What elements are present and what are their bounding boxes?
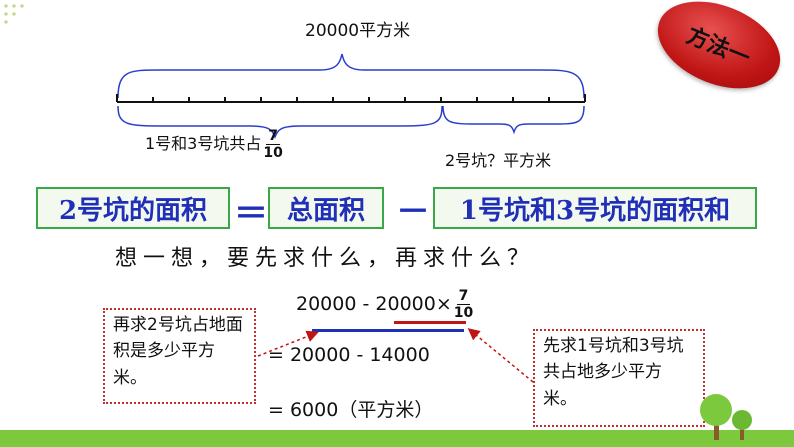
total-area-box: 总面积 [268, 187, 384, 229]
corner-decoration [4, 4, 24, 24]
minus-sign: － [396, 192, 430, 232]
part-2-brace [442, 105, 585, 135]
calc-line-3: = 6000（平方米） [268, 399, 434, 421]
total-area-label: 20000平方米 [305, 21, 411, 41]
part-2-label: 2号坑？平方米 [445, 151, 552, 170]
tree-decoration [700, 394, 752, 440]
calc-line-2: = 20000 - 14000 [268, 344, 430, 366]
pit13-area-box: 1号坑和3号坑的面积和 [433, 187, 757, 229]
pit2-area-box: 2号坑的面积 [36, 187, 230, 229]
note-first: 先求1号坑和3号坑共占地多少平方米。 [533, 329, 705, 427]
fraction-numerator: 7 [266, 128, 280, 146]
total-brace [117, 53, 585, 99]
arrow-to-line2 [257, 330, 319, 357]
grass-strip [0, 430, 794, 447]
calc-line-1-a: 20000 - [296, 293, 376, 316]
parts-13-brace [117, 105, 443, 139]
segment-diagram [116, 53, 586, 139]
calc-line-1-b: 20000× [375, 293, 452, 316]
calc-fraction-numerator: 7 [456, 288, 471, 306]
number-line [116, 94, 586, 103]
red-underline [394, 321, 466, 324]
equals-sign: ＝ [234, 194, 268, 234]
question-text: 想一想，要先求什么，再求什么？ [115, 246, 536, 271]
note-then: 再求2号坑占地面积是多少平方米。 [103, 308, 256, 404]
parts-13-label: 1号和3号坑共占 [145, 134, 262, 154]
calc-fraction-denominator: 10 [453, 305, 474, 322]
blue-underline [312, 329, 464, 332]
fraction-denominator: 10 [263, 145, 283, 162]
arrow-to-fraction [467, 328, 534, 383]
